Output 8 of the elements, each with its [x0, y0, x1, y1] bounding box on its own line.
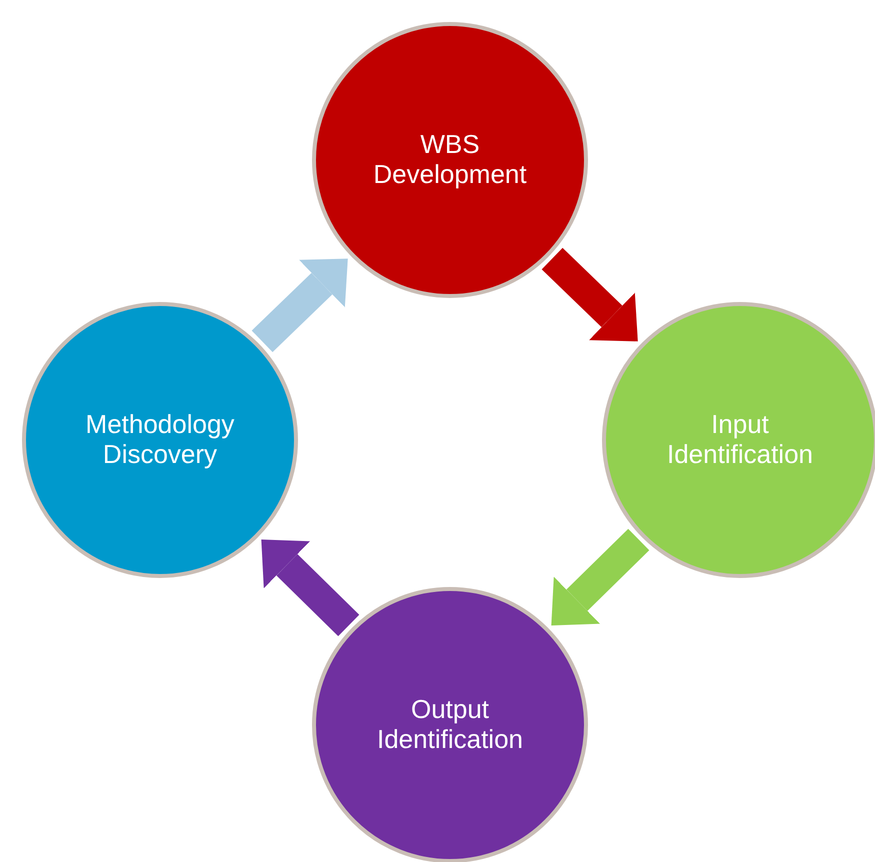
block-arrow: [551, 528, 650, 626]
block-arrow: [542, 248, 638, 342]
step-label: Output Identification: [376, 695, 524, 755]
block-arrow: [252, 258, 348, 352]
step-label: WBS Development: [372, 130, 528, 190]
step-label: Input Identification: [666, 410, 814, 470]
block-arrow: [261, 540, 360, 636]
step-label: Methodology Discovery: [84, 410, 236, 470]
